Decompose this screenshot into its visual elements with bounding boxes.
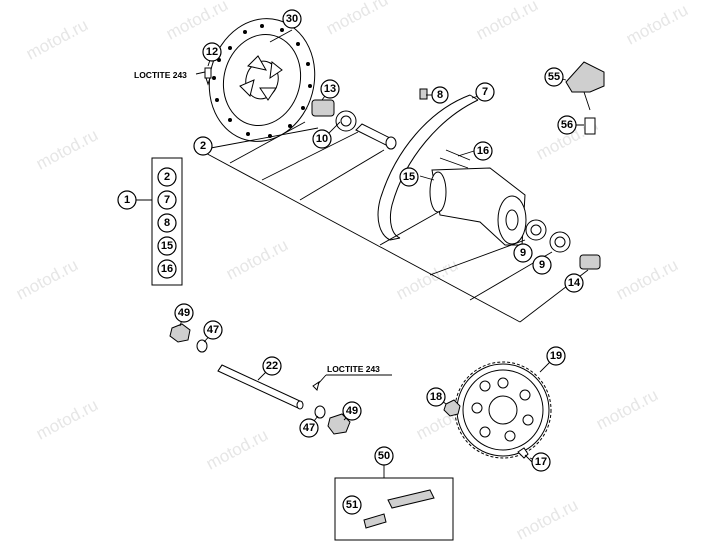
callout-55: 55: [544, 67, 564, 87]
callout-19: 19: [546, 346, 566, 366]
svg-text:51: 51: [346, 499, 358, 511]
watermark-text: motod.ru: [163, 0, 231, 44]
assembly-leader-lines: [199, 121, 589, 323]
svg-text:8: 8: [437, 89, 443, 101]
callout-49-a: 49: [174, 303, 194, 323]
callout-13: 13: [320, 79, 340, 99]
loctite-label: LOCTITE 243: [327, 364, 380, 374]
svg-text:9: 9: [539, 259, 545, 271]
callout-1: 1: [117, 190, 137, 210]
svg-text:10: 10: [316, 133, 328, 145]
kit-item-2: 2: [157, 167, 177, 187]
brake-disc: [208, 18, 316, 142]
svg-text:17: 17: [535, 456, 547, 468]
callout-8: 8: [431, 86, 449, 104]
callout-30: 30: [282, 9, 302, 29]
svg-text:15: 15: [161, 240, 173, 252]
callout-9-b: 9: [532, 255, 552, 275]
svg-text:12: 12: [206, 46, 218, 58]
svg-text:2: 2: [200, 140, 206, 152]
rear-hub: [429, 167, 527, 246]
watermark-text: motod.ru: [613, 255, 681, 303]
svg-text:56: 56: [561, 119, 573, 131]
rim-lock-nut: [419, 88, 428, 100]
svg-text:9: 9: [520, 247, 526, 259]
svg-text:18: 18: [430, 391, 442, 403]
callout-9-a: 9: [513, 243, 533, 263]
callout-15: 15: [399, 167, 419, 187]
svg-text:47: 47: [303, 422, 315, 434]
watermark-text: motod.ru: [623, 0, 691, 48]
watermark-text: motod.ru: [13, 255, 81, 303]
svg-text:50: 50: [378, 450, 390, 462]
watermark-text: motod.ru: [203, 425, 271, 473]
loctite-label: LOCTITE 243: [134, 70, 187, 80]
callout-50: 50: [374, 446, 394, 466]
watermark-text: motod.ru: [323, 0, 391, 39]
chain-adjuster: [565, 61, 605, 135]
svg-text:19: 19: [550, 350, 562, 362]
svg-text:47: 47: [207, 324, 219, 336]
svg-text:8: 8: [164, 217, 170, 229]
hub-spacer-and-bearing: [311, 99, 397, 150]
watermark-text: motod.ru: [223, 235, 291, 283]
wheel-bearings: [525, 219, 601, 270]
watermark-text: motod.ru: [23, 15, 91, 63]
svg-text:16: 16: [477, 145, 489, 157]
axle-nut-left: [169, 323, 208, 353]
svg-text:49: 49: [346, 405, 358, 417]
callout-12: 12: [202, 42, 222, 62]
kit-item-8: 8: [157, 213, 177, 233]
callout-47-a: 47: [203, 320, 223, 340]
rear-sprocket: [454, 361, 552, 459]
rear-rim: [377, 94, 479, 241]
sprocket-bolt: [517, 447, 533, 463]
sprocket-nut: [443, 399, 461, 417]
callout-14: 14: [564, 273, 584, 293]
callout-18: 18: [426, 387, 446, 407]
loctite-drop: [312, 380, 320, 391]
svg-text:49: 49: [178, 307, 190, 319]
svg-text:7: 7: [482, 86, 488, 98]
loctite-label-axle: LOCTITE 243: [317, 364, 392, 385]
callout-51: 51: [342, 495, 362, 515]
svg-text:55: 55: [548, 71, 560, 83]
kit-item-7: 7: [157, 190, 177, 210]
callout-47-b: 47: [299, 418, 319, 438]
kit-item-15: 15: [157, 236, 177, 256]
svg-text:30: 30: [286, 13, 298, 25]
loctite-label-top: LOCTITE 243: [134, 70, 206, 80]
callout-49-b: 49: [342, 401, 362, 421]
svg-text:13: 13: [324, 83, 336, 95]
callout-10: 10: [312, 129, 332, 149]
svg-text:16: 16: [161, 263, 173, 275]
kit-item-16: 16: [157, 259, 177, 279]
watermark-text: motod.ru: [593, 385, 661, 433]
callout-16: 16: [473, 141, 493, 161]
watermark-text: motod.ru: [33, 395, 101, 443]
callout-2: 2: [193, 136, 213, 156]
callout-17: 17: [531, 452, 551, 472]
spokes: [439, 149, 471, 169]
callout-56: 56: [557, 115, 577, 135]
watermark-text: motod.ru: [513, 495, 581, 543]
watermark-text: motod.ru: [393, 255, 461, 303]
callout-22: 22: [262, 356, 282, 376]
svg-text:14: 14: [568, 277, 581, 289]
svg-text:1: 1: [124, 194, 130, 206]
watermark-text: motod.ru: [33, 125, 101, 173]
rear-axle: [217, 364, 304, 410]
svg-text:2: 2: [164, 171, 170, 183]
svg-text:22: 22: [266, 360, 278, 372]
disc-bolt: [204, 67, 212, 86]
callout-7: 7: [475, 82, 495, 102]
watermark-text: motod.ru: [473, 0, 541, 44]
svg-text:7: 7: [164, 194, 170, 206]
svg-text:15: 15: [403, 171, 415, 183]
